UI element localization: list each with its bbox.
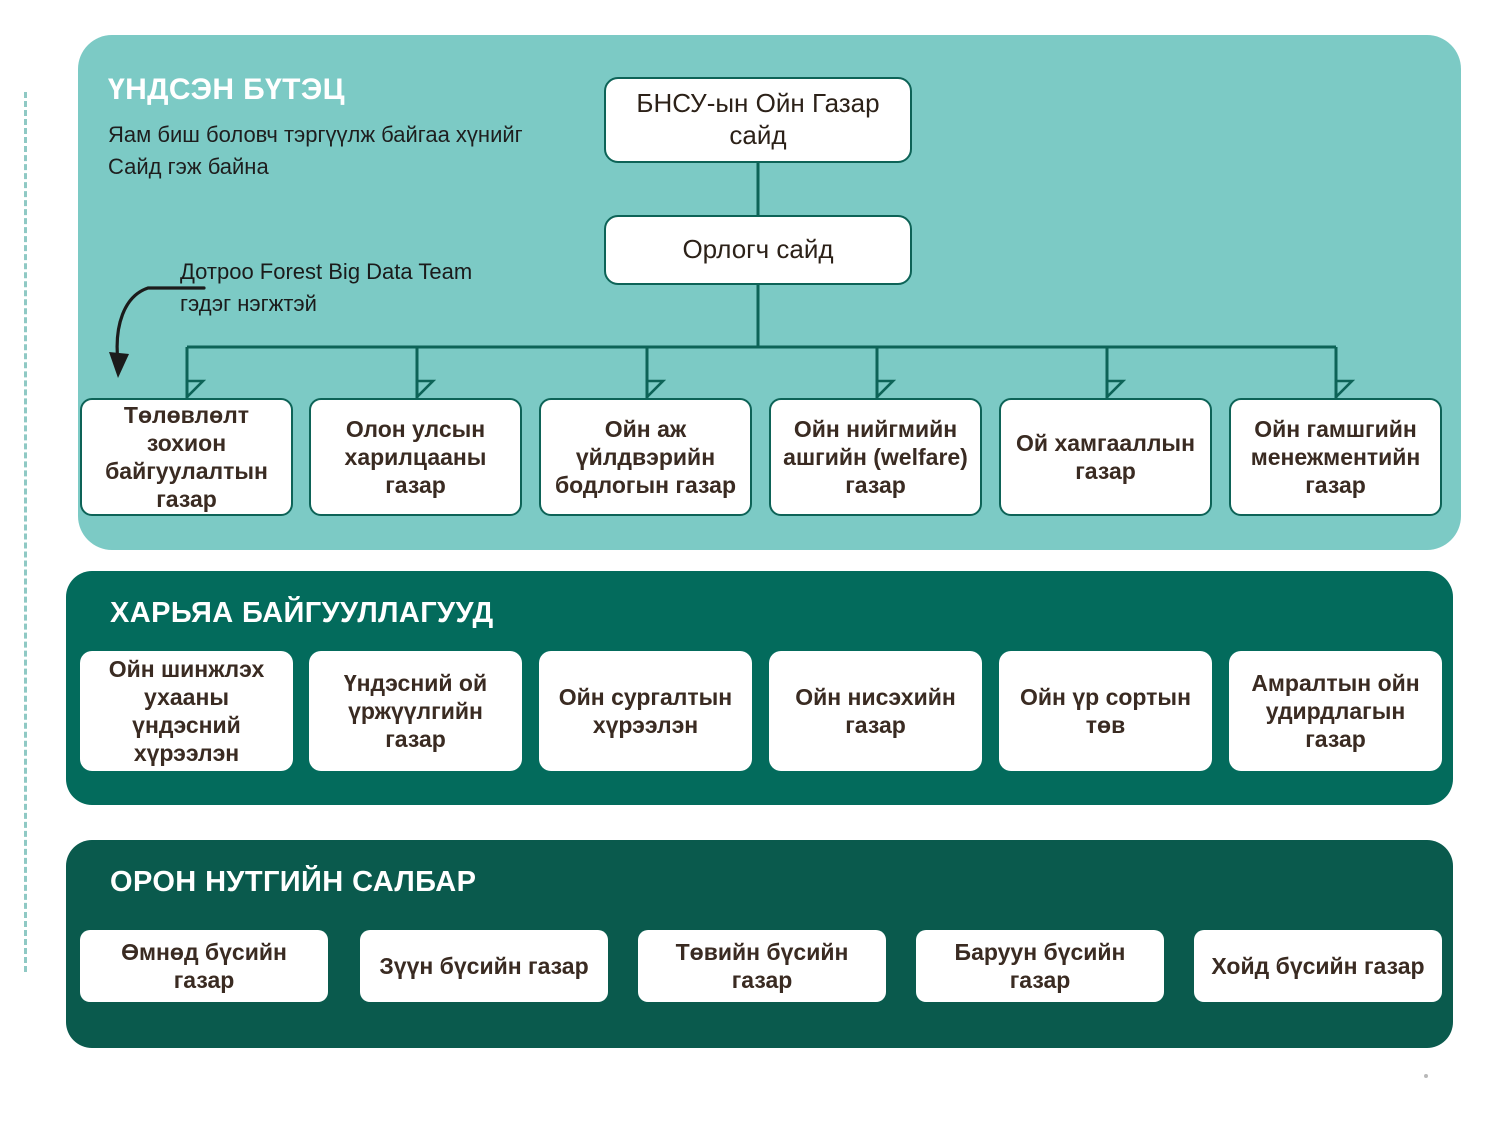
node-region-east[interactable]: Зүүн бүсийн газар	[360, 930, 608, 1002]
node-department-international-relations[interactable]: Олон улсын харилцааны газар	[309, 398, 522, 516]
section-title-basic-structure: ҮНДСЭН БҮТЭЦ	[108, 73, 345, 106]
section-title-affiliated-organisations: ХАРЬЯА БАЙГУУЛЛАГУУД	[110, 597, 494, 629]
node-forest-aviation-office[interactable]: Ойн нисэхийн газар	[769, 651, 982, 771]
node-region-south[interactable]: Өмнөд бүсийн газар	[80, 930, 328, 1002]
node-forest-training-institute[interactable]: Ойн сургалтын хүрээлэн	[539, 651, 752, 771]
node-forest-seed-variety-center[interactable]: Ойн үр сортын төв	[999, 651, 1212, 771]
node-region-north[interactable]: Хойд бүсийн газар	[1194, 930, 1442, 1002]
node-deputy-minister[interactable]: Орлогч сайд	[604, 215, 912, 285]
section-title-local-branches: ОРОН НУТГИЙН САЛБАР	[110, 866, 477, 898]
annotation-forest-big-data-team: Дотроо Forest Big Data Team гэдэг нэгжтэ…	[180, 259, 473, 316]
node-forest-science-institute[interactable]: Ойн шинжлэх ухааны үндэсний хүрээлэн	[80, 651, 293, 771]
node-minister[interactable]: БНСУ-ын Ойн Газар сайд	[604, 77, 912, 163]
bottom-right-dot	[1424, 1074, 1428, 1078]
node-region-west[interactable]: Баруун бүсийн газар	[916, 930, 1164, 1002]
node-department-disaster-management[interactable]: Ойн гамшгийн менежментийн газар	[1229, 398, 1442, 516]
node-department-planning[interactable]: Төлөвлөлт зохион байгуулалтын газар	[80, 398, 293, 516]
annotation-curved-arrow-icon	[109, 286, 206, 378]
section-subtitle-basic-structure: Яам биш боловч тэргүүлж байгаа хүнийг Са…	[108, 122, 523, 179]
node-department-forest-welfare[interactable]: Ойн нийгмийн ашгийн (welfare) газар	[769, 398, 982, 516]
section-panel-affiliated-organisations: ХАРЬЯА БАЙГУУЛЛАГУУД	[66, 571, 1453, 805]
node-department-forest-industry-policy[interactable]: Ойн аж үйлдвэрийн бодлогын газар	[539, 398, 752, 516]
left-margin-dashed-line	[24, 92, 27, 972]
node-department-forest-protection[interactable]: Ой хамгааллын газар	[999, 398, 1212, 516]
node-region-central[interactable]: Төвийн бүсийн газар	[638, 930, 886, 1002]
node-national-forest-seedling[interactable]: Үндэсний ой үржүүлгийн газар	[309, 651, 522, 771]
node-recreation-forest-management[interactable]: Амралтын ойн удирдлагын газар	[1229, 651, 1442, 771]
